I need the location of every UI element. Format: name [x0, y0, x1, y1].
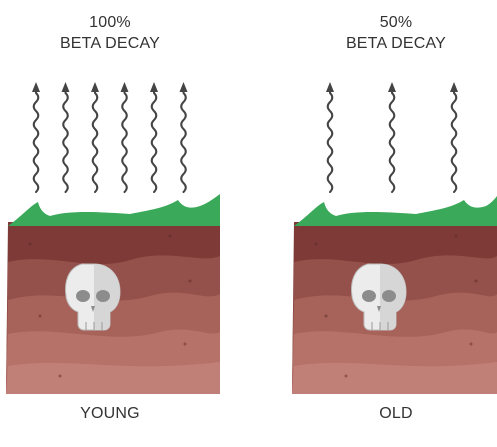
grass-icon	[8, 194, 220, 226]
wavy-arrow-icon	[150, 82, 158, 192]
wavy-arrow-icon	[62, 82, 70, 192]
wavy-arrow-icon	[180, 82, 188, 192]
decay-rate-caption: 50% BETA DECAY	[286, 12, 497, 54]
wavy-arrow-icon	[32, 82, 40, 192]
soil-cross-section	[286, 76, 497, 400]
wavy-arrow-icon	[326, 82, 334, 192]
decay-percent: 100%	[0, 12, 220, 33]
sample-age-label: OLD	[286, 403, 497, 424]
decay-rate-caption: 100% BETA DECAY	[0, 12, 220, 54]
soil-cross-section	[0, 76, 220, 400]
wavy-arrow-icon	[91, 82, 99, 192]
wavy-arrow-icon	[121, 82, 129, 192]
grass-icon	[294, 196, 497, 226]
wavy-arrow-icon	[450, 82, 458, 192]
wavy-arrow-icon	[388, 82, 396, 192]
decay-title: BETA DECAY	[286, 33, 497, 54]
sample-age-label: YOUNG	[0, 403, 220, 424]
emission-arrows	[32, 82, 188, 192]
young-sample-panel: 100% BETA DECAY	[0, 0, 220, 447]
decay-title: BETA DECAY	[0, 33, 220, 54]
emission-arrows	[326, 82, 458, 192]
old-sample-panel: 50% BETA DECAY OLD	[286, 0, 497, 447]
decay-percent: 50%	[286, 12, 497, 33]
